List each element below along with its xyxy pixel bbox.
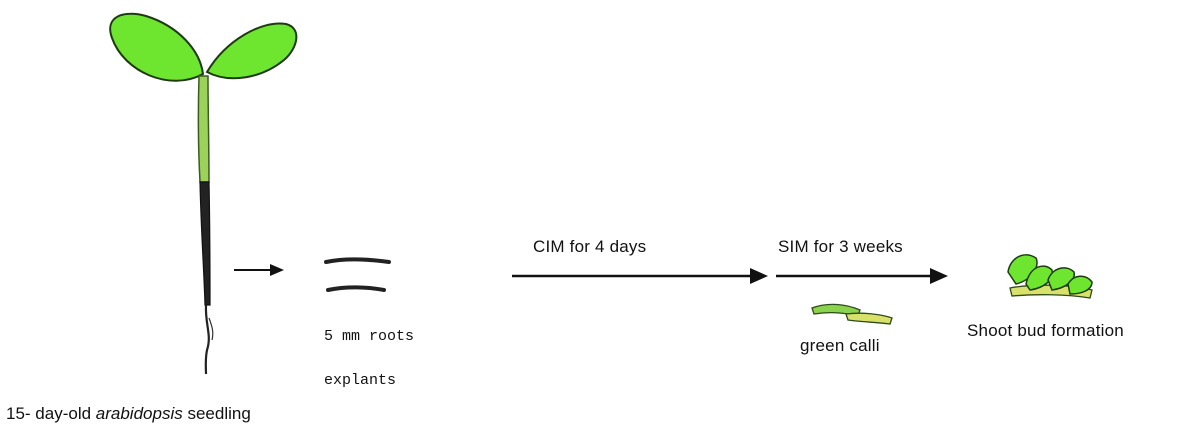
- seedling-caption-species: arabidopsis: [95, 404, 183, 423]
- seedling-caption: 15- day-old arabidopsis seedling: [6, 404, 251, 424]
- root-tip: [204, 304, 210, 375]
- seedling-caption-suffix: seedling: [182, 404, 251, 423]
- right-cotyledon: [205, 22, 298, 80]
- left-cotyledon: [109, 12, 205, 82]
- calli-label: green calli: [800, 336, 880, 355]
- cim-label: CIM for 4 days: [533, 237, 647, 256]
- shoot-label: Shoot bud formation: [967, 321, 1124, 340]
- explants-label-line2: explants: [324, 372, 397, 389]
- seedling-caption-prefix: 15- day-old: [6, 404, 96, 423]
- explants-label-line1: 5 mm roots: [324, 328, 415, 345]
- sim-label: SIM for 3 weeks: [778, 237, 903, 256]
- root: [199, 181, 211, 306]
